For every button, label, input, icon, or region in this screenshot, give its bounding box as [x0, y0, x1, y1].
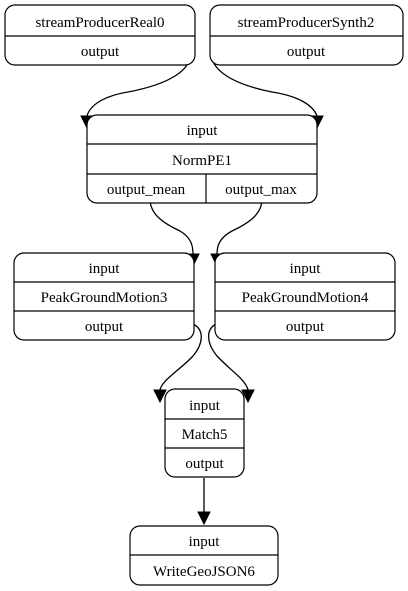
node-match[interactable]: input Match5 output — [164, 388, 245, 478]
node-frame — [209, 4, 404, 66]
edge-pgm3-to-match — [159, 323, 202, 391]
output-mean-port[interactable]: output_mean — [107, 182, 186, 198]
output-port[interactable]: output — [287, 44, 326, 60]
node-title: WriteGeoJSON6 — [153, 564, 255, 580]
edge-pgm4-to-match — [207, 323, 249, 391]
node-title: streamProducerSynth2 — [238, 15, 375, 31]
node-normpe[interactable]: input NormPE1 output_mean output_max — [86, 114, 318, 204]
node-frame — [86, 114, 318, 204]
input-port[interactable]: input — [187, 123, 219, 139]
node-frame — [164, 388, 245, 478]
output-port[interactable]: output — [85, 319, 124, 335]
output-max-port[interactable]: output_max — [225, 182, 297, 198]
edge-max-to-pgm4 — [216, 198, 263, 255]
output-port[interactable]: output — [286, 319, 325, 335]
node-title: PeakGroundMotion4 — [242, 290, 369, 306]
input-port[interactable]: input — [89, 261, 121, 277]
node-frame — [214, 252, 396, 341]
node-write-geojson[interactable]: input WriteGeoJSON6 — [129, 525, 279, 586]
node-title: PeakGroundMotion3 — [41, 290, 168, 306]
output-port[interactable]: output — [185, 456, 224, 472]
node-stream-producer-real[interactable]: streamProducerReal0 output — [4, 4, 196, 66]
edge-match-to-writer-arrowhead — [197, 511, 211, 526]
input-port[interactable]: input — [189, 534, 221, 550]
node-title: streamProducerReal0 — [35, 15, 164, 31]
node-title: NormPE1 — [172, 153, 232, 169]
node-title: Match5 — [182, 427, 228, 443]
input-port[interactable]: input — [290, 261, 322, 277]
edge-pgm4-to-match-arrowhead — [241, 389, 255, 404]
node-frame — [4, 4, 196, 66]
input-port[interactable]: input — [189, 398, 221, 414]
node-peak-ground-motion-3[interactable]: input PeakGroundMotion3 output — [13, 252, 195, 341]
node-stream-producer-synth[interactable]: streamProducerSynth2 output — [209, 4, 404, 66]
edge-mean-to-pgm3 — [149, 198, 194, 255]
output-port[interactable]: output — [81, 44, 120, 60]
node-peak-ground-motion-4[interactable]: input PeakGroundMotion4 output — [214, 252, 396, 341]
edge-synth-to-normpe — [210, 50, 318, 117]
edge-pgm3-to-match-arrowhead — [153, 389, 167, 404]
node-frame — [13, 252, 195, 341]
